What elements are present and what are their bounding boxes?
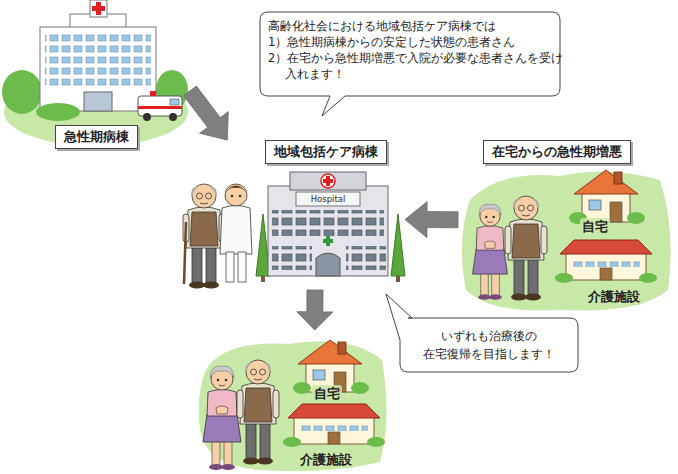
scene-node: 在宅からの急性期増悪自宅介護施設: [458, 138, 672, 312]
bubble-text: 高齢化社会における地域包括ケア病棟では: [268, 18, 554, 34]
sign-text: Hospital: [296, 193, 360, 205]
scene-node: 地域包括ケア病棟: [180, 140, 405, 290]
bubble-text: いずれも治療後の 在宅復帰を目指します！: [410, 327, 568, 363]
home-scene-bottom: [199, 340, 387, 471]
flow-arrow: [184, 86, 229, 140]
bubble-text: 2）在宅から急性期増悪で入院が必要な患者さんを受け入れます！: [268, 50, 571, 82]
heading-box: 在宅からの急性期増悪: [483, 140, 631, 164]
care-ward-scene: [183, 172, 405, 289]
speech-bubble: [386, 294, 578, 372]
bubble-text: 1）急性期病棟からの安定した状態の患者さん: [268, 34, 571, 50]
ambulance: [138, 91, 182, 121]
scene-node: 自宅介護施設: [195, 330, 385, 472]
heading-box: 地域包括ケア病棟: [265, 140, 387, 164]
place-label: 介護施設: [586, 288, 642, 305]
place-label: 介護施設: [298, 451, 354, 468]
place-label: 自宅: [312, 385, 342, 402]
heading-box: 急性期病棟: [55, 125, 138, 149]
flow-arrow: [405, 202, 458, 238]
home-scene-right: [462, 170, 671, 311]
flow-arrow: [297, 290, 333, 330]
scene-node: 急性期病棟: [5, 5, 190, 153]
place-label: 自宅: [580, 218, 610, 235]
